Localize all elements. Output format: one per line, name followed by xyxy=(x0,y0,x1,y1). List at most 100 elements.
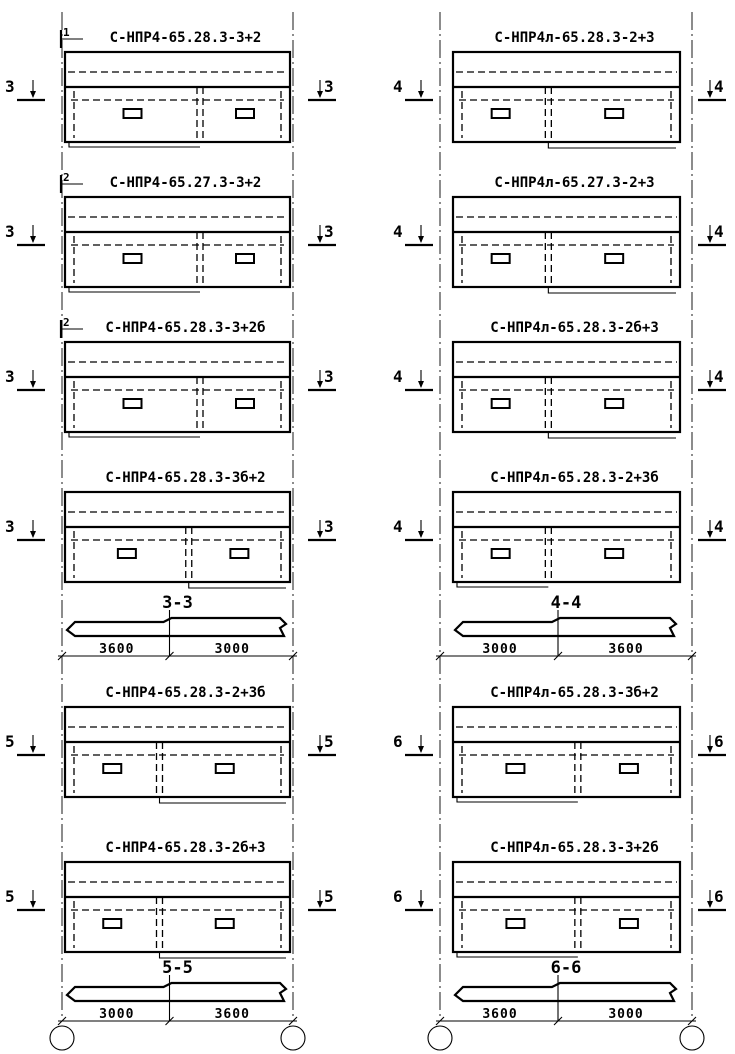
panel: С-НПР4-65.28.3-3б+2 xyxy=(63,470,292,589)
section-mark-label: 3 xyxy=(5,77,15,96)
window-slot xyxy=(618,763,639,774)
section-mark-label: 3 xyxy=(5,517,15,536)
section-mark: 5 xyxy=(5,887,45,912)
section-mark: 3 xyxy=(5,77,45,102)
section-mark: 6 xyxy=(393,887,433,912)
panel: С-НПР4л-65.28.3-3+2б xyxy=(451,840,682,958)
window-slot xyxy=(505,763,526,774)
arrowhead-icon xyxy=(317,91,323,98)
dimension-tick xyxy=(165,1016,174,1026)
section-profile xyxy=(453,616,678,638)
section-profile xyxy=(453,981,678,1003)
arrowhead-icon xyxy=(418,91,424,98)
section-mark-label: 4 xyxy=(714,517,724,536)
window-slot xyxy=(122,253,143,264)
section-mark: 6 xyxy=(698,732,726,757)
section-mark: 3 xyxy=(308,517,336,542)
section-mark-label: 3 xyxy=(324,77,334,96)
section-mark-label: 5 xyxy=(5,887,15,906)
window-slot xyxy=(490,398,511,409)
section-mark-label: 4 xyxy=(393,367,403,386)
section-mark-label: 6 xyxy=(393,732,403,751)
cut-marker-label: 1 xyxy=(63,26,70,39)
dimension-tick xyxy=(288,651,298,661)
panel-outline xyxy=(451,860,682,954)
dimension-value: 3000 xyxy=(215,642,250,657)
section-mark: 3 xyxy=(308,222,336,247)
panel-label: С-НПР4л-65.28.3-3б+2 xyxy=(490,685,659,701)
arrowhead-icon xyxy=(707,901,713,908)
section-mark-label: 5 xyxy=(324,887,334,906)
section-mark-label: 4 xyxy=(393,517,403,536)
panel-label: С-НПР4л-65.28.3-2б+3 xyxy=(490,320,659,336)
dimension-tick xyxy=(57,651,67,661)
section-mark-label: 3 xyxy=(5,222,15,241)
arrowhead-icon xyxy=(707,236,713,243)
section-mark-label: 4 xyxy=(393,222,403,241)
window-slot xyxy=(604,398,625,409)
dimension-value: 3000 xyxy=(482,642,517,657)
section-mark-label: 6 xyxy=(714,732,724,751)
panel-label: С-НПР4л-65.28.3-2+3 xyxy=(494,30,654,46)
section-mark: 4 xyxy=(393,517,433,542)
section-mark: 4 xyxy=(698,367,726,392)
window-slot xyxy=(505,918,526,929)
cut-marker-label: 2 xyxy=(63,316,70,329)
dimension-value: 3000 xyxy=(608,1007,643,1022)
panel-label: С-НПР4-65.28.3-3+2 xyxy=(110,30,262,46)
cut-marker: 1 xyxy=(59,26,83,48)
section-mark: 5 xyxy=(308,887,336,912)
section-title: 6-6 xyxy=(551,958,582,978)
panel-outline xyxy=(451,490,682,584)
section-mark: 3 xyxy=(5,367,45,392)
panel-label: С-НПР4-65.28.3-2+3б xyxy=(105,685,265,701)
arrowhead-icon xyxy=(707,746,713,753)
section-mark-label: 5 xyxy=(324,732,334,751)
section-mark-label: 6 xyxy=(393,887,403,906)
arrowhead-icon xyxy=(30,236,36,243)
panel: С-НПР4-65.28.3-3+2 1 xyxy=(59,26,292,148)
arrowhead-icon xyxy=(30,91,36,98)
panel-outline xyxy=(451,50,682,144)
dimension-value: 3600 xyxy=(215,1007,250,1022)
arrowhead-icon xyxy=(317,381,323,388)
section-mark: 5 xyxy=(5,732,45,757)
panel-label: С-НПР4-65.27.3-3+2 xyxy=(110,175,262,191)
panel-step xyxy=(547,142,676,149)
section-mark-label: 3 xyxy=(5,367,15,386)
panel-step xyxy=(68,142,200,148)
panel-step xyxy=(547,432,676,439)
window-slot xyxy=(490,108,511,119)
panel: С-НПР4л-65.27.3-2+3 xyxy=(451,175,682,294)
window-slot xyxy=(604,548,625,559)
window-slot xyxy=(122,398,143,409)
section-mark: 3 xyxy=(308,367,336,392)
section-title: 3-3 xyxy=(162,593,193,613)
cut-marker: 2 xyxy=(59,316,83,338)
panel: С-НПР4-65.28.3-3+2б2 xyxy=(59,316,292,438)
section-mark-label: 3 xyxy=(324,517,334,536)
section-mark-label: 4 xyxy=(714,367,724,386)
panel-outline xyxy=(451,340,682,434)
arrowhead-icon xyxy=(707,381,713,388)
dimension-tick xyxy=(435,1016,445,1026)
arrowhead-icon xyxy=(418,236,424,243)
arrowhead-icon xyxy=(30,746,36,753)
section-mark: 5 xyxy=(308,732,336,757)
arrowhead-icon xyxy=(707,91,713,98)
section-mark-label: 5 xyxy=(5,732,15,751)
window-slot xyxy=(490,253,511,264)
panel-label: С-НПР4-65.28.3-2б+3 xyxy=(105,840,265,856)
panel-step xyxy=(158,797,286,804)
panel: С-НПР4л-65.28.3-3б+2 xyxy=(451,685,682,803)
arrowhead-icon xyxy=(317,531,323,538)
arrowhead-icon xyxy=(317,236,323,243)
panel-step xyxy=(68,432,200,438)
section-mark-label: 4 xyxy=(393,77,403,96)
dimension-tick xyxy=(687,651,697,661)
window-slot xyxy=(229,548,250,559)
